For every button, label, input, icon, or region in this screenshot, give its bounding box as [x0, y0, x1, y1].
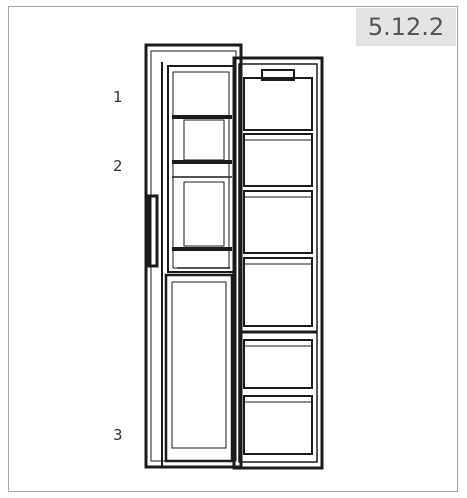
drawer-5: [243, 339, 313, 389]
door-bin-2: [183, 181, 225, 247]
drawer-6: [243, 395, 313, 455]
callout-1: 1: [113, 88, 123, 106]
right-cabinet: [232, 56, 324, 470]
cabinet-inner: [238, 63, 318, 463]
cabinet-outer: [232, 56, 324, 470]
left-door: [144, 43, 243, 469]
left-door-outer: [144, 43, 243, 469]
callout-3: 3: [113, 426, 123, 444]
drawer-3: [243, 190, 313, 254]
door-bin-1: [183, 119, 225, 161]
left-door-inner-edge: [150, 50, 237, 462]
drawer-1-handle: [261, 69, 295, 81]
lower-bin-inner: [171, 281, 227, 449]
lower-compartment: [164, 273, 234, 463]
upper-compartment: [167, 65, 235, 273]
upper-liner-inner: [172, 71, 230, 269]
lower-bin-outer: [164, 273, 234, 463]
drawer-1: [243, 77, 313, 131]
callout-2: 2: [113, 157, 123, 175]
figure-number-badge: 5.12.2: [356, 8, 456, 46]
drawer-4: [243, 257, 313, 327]
left-door-handle: [147, 194, 159, 268]
drawer-2: [243, 133, 313, 187]
